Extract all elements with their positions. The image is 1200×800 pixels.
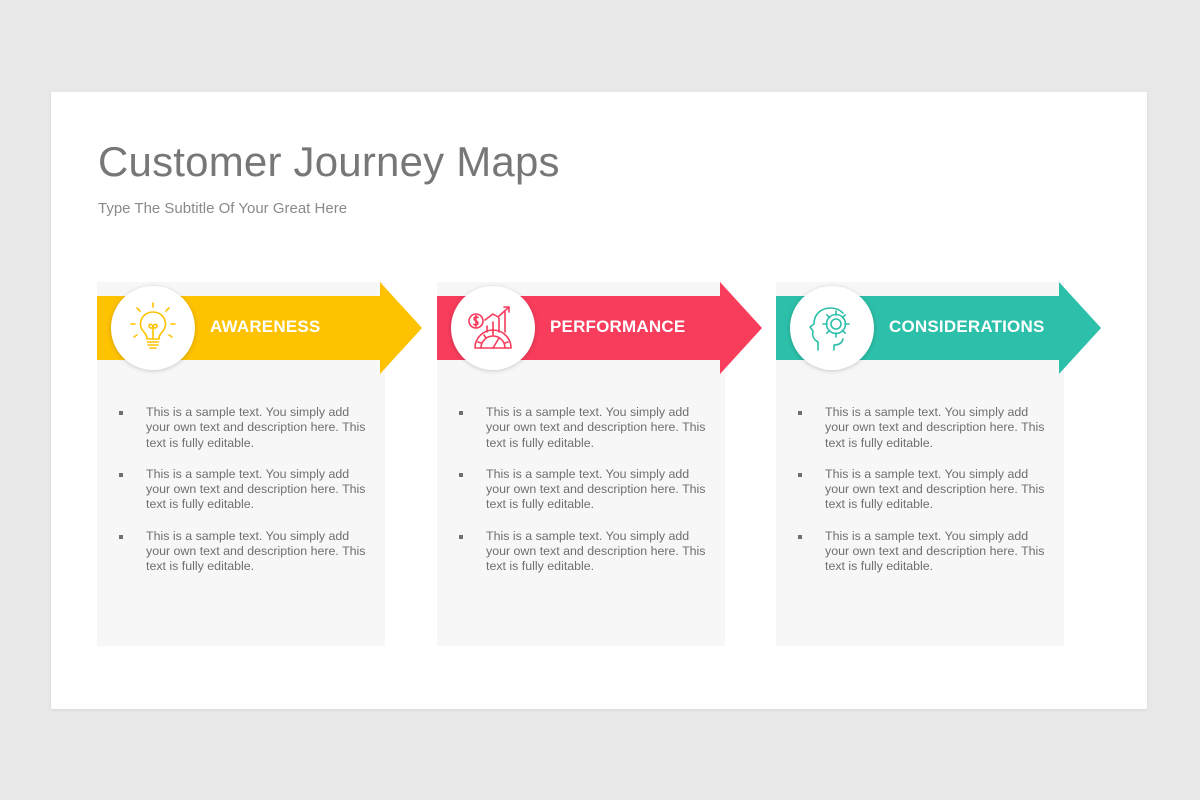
list-item: This is a sample text. You simply add yo… [798,405,1048,451]
stage-label: PERFORMANCE [550,317,686,336]
bullet-text: This is a sample text. You simply add yo… [486,528,706,574]
bullet-marker [119,472,123,477]
bullet-list: This is a sample text. You simply add yo… [459,405,709,591]
bullet-marker [798,534,802,539]
bullet-text: This is a sample text. You simply add yo… [825,528,1045,574]
icon-circle [451,286,535,370]
bullet-text: This is a sample text. You simply add yo… [825,466,1045,512]
bullet-marker [459,411,463,415]
stage-considerations: CONSIDERATIONS This is a sample text. Yo… [776,282,1106,646]
list-item: This is a sample text. You simply add yo… [119,467,369,513]
bullet-text: This is a sample text. You simply add yo… [146,405,366,450]
bullet-list: This is a sample text. You simply add yo… [119,405,369,591]
bullet-list: This is a sample text. You simply add yo… [798,405,1048,591]
list-item: This is a sample text. You simply add yo… [459,405,709,451]
stage-awareness: AWARENESS This is a sample text. You sim… [97,282,427,646]
page-title: Customer Journey Maps [98,138,560,185]
bullet-text: This is a sample text. You simply add yo… [486,466,706,512]
bullet-text: This is a sample text. You simply add yo… [146,466,366,512]
bullet-text: This is a sample text. You simply add yo… [486,405,706,450]
bullet-marker [119,534,123,539]
bullet-text: This is a sample text. You simply add yo… [146,528,366,574]
stage-performance: PERFORMANCE This is a sample text. You s… [437,282,767,646]
bullet-marker [798,472,802,477]
bullet-marker [119,411,123,415]
stage-label: CONSIDERATIONS [889,317,1045,336]
list-item: This is a sample text. You simply add yo… [119,405,369,451]
list-item: This is a sample text. You simply add yo… [459,467,709,513]
head-gear-icon [809,307,850,351]
bullet-text: This is a sample text. You simply add yo… [825,405,1045,450]
list-item: This is a sample text. You simply add yo… [798,467,1048,513]
slide: Customer Journey Maps Type The Subtitle … [51,92,1147,709]
page-subtitle: Type The Subtitle Of Your Great Here [98,200,348,217]
bullet-marker [459,534,463,539]
growth-chart-gauge-icon [468,306,512,349]
lightbulb-icon [130,302,176,349]
list-item: This is a sample text. You simply add yo… [119,529,369,575]
list-item: This is a sample text. You simply add yo… [798,529,1048,575]
icon-circle [790,286,874,370]
bullet-marker [459,472,463,477]
list-item: This is a sample text. You simply add yo… [459,529,709,575]
bullet-marker [798,411,802,415]
stage-label: AWARENESS [210,317,321,336]
icon-circle [111,286,195,370]
